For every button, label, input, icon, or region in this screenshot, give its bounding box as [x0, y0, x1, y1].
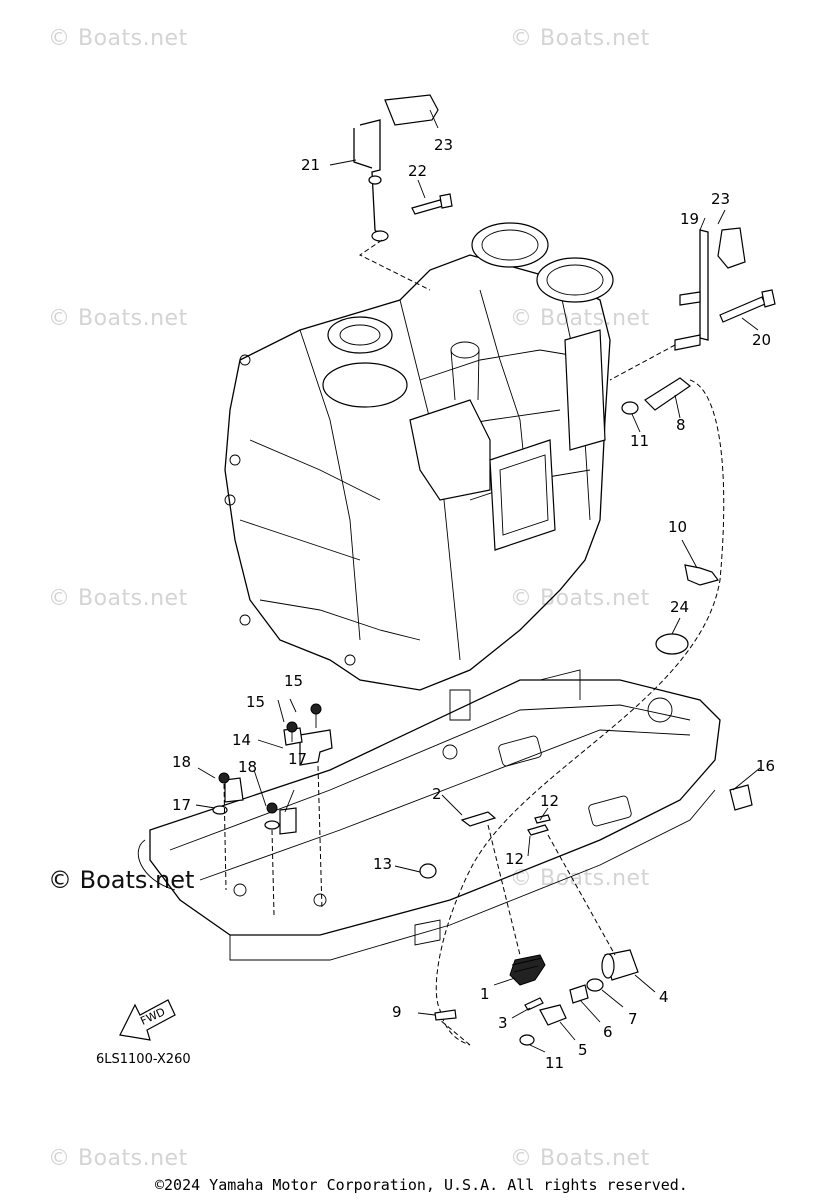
callout-1: 1 [480, 985, 490, 1003]
callout-24: 24 [670, 598, 690, 616]
callout-4: 4 [659, 988, 669, 1006]
diagram-code: 6LS1100-X260 [96, 1052, 191, 1067]
callout-5: 5 [578, 1041, 588, 1059]
callout-15: 15 [284, 672, 304, 690]
copyright-notice: ©2024 Yamaha Motor Corporation, U.S.A. A… [155, 1176, 688, 1194]
callout-12: 12 [540, 792, 560, 810]
callout-10: 10 [668, 518, 688, 536]
callout-6: 6 [603, 1023, 613, 1041]
hose-assembly [435, 377, 725, 1046]
bottom-cowling [137, 669, 721, 961]
watermark: © Boats.net [48, 306, 188, 331]
watermark: © Boats.net [48, 26, 188, 51]
callout-3: 3 [498, 1014, 508, 1032]
bracket-21-assembly [353, 94, 453, 291]
callout-12: 12 [505, 850, 525, 868]
callout-18: 18 [172, 753, 192, 771]
leader-lines [195, 109, 761, 1053]
callout-14: 14 [232, 731, 252, 749]
callout-23: 23 [711, 190, 731, 208]
engine-block [224, 222, 614, 691]
callout-17: 17 [172, 796, 192, 814]
callout-23: 23 [434, 136, 454, 154]
callout-11: 11 [630, 432, 650, 450]
callout-22: 22 [408, 162, 428, 180]
watermark-dark: © Boats.net [48, 866, 195, 894]
callout-21: 21 [301, 156, 321, 174]
callout-2: 2 [432, 785, 442, 803]
watermark: © Boats.net [510, 26, 650, 51]
callout-9: 9 [392, 1003, 402, 1021]
callout-17: 17 [288, 750, 308, 768]
bracket-19-assembly [609, 227, 776, 381]
callout-16: 16 [756, 757, 776, 775]
watermark: © Boats.net [48, 1146, 188, 1171]
fwd-arrow-icon [119, 999, 176, 1041]
watermark: © Boats.net [510, 586, 650, 611]
callout-11: 11 [545, 1054, 565, 1072]
watermark: © Boats.net [510, 306, 650, 331]
callout-19: 19 [680, 210, 700, 228]
callout-20: 20 [752, 331, 772, 349]
callout-13: 13 [373, 855, 393, 873]
watermark: © Boats.net [48, 586, 188, 611]
callout-18: 18 [238, 758, 258, 776]
left-brackets [212, 703, 333, 916]
callout-7: 7 [628, 1010, 638, 1028]
watermark: © Boats.net [510, 1146, 650, 1171]
lower-fittings [419, 784, 753, 1046]
watermark: © Boats.net [510, 866, 650, 891]
callout-8: 8 [676, 416, 686, 434]
callout-15: 15 [246, 693, 266, 711]
